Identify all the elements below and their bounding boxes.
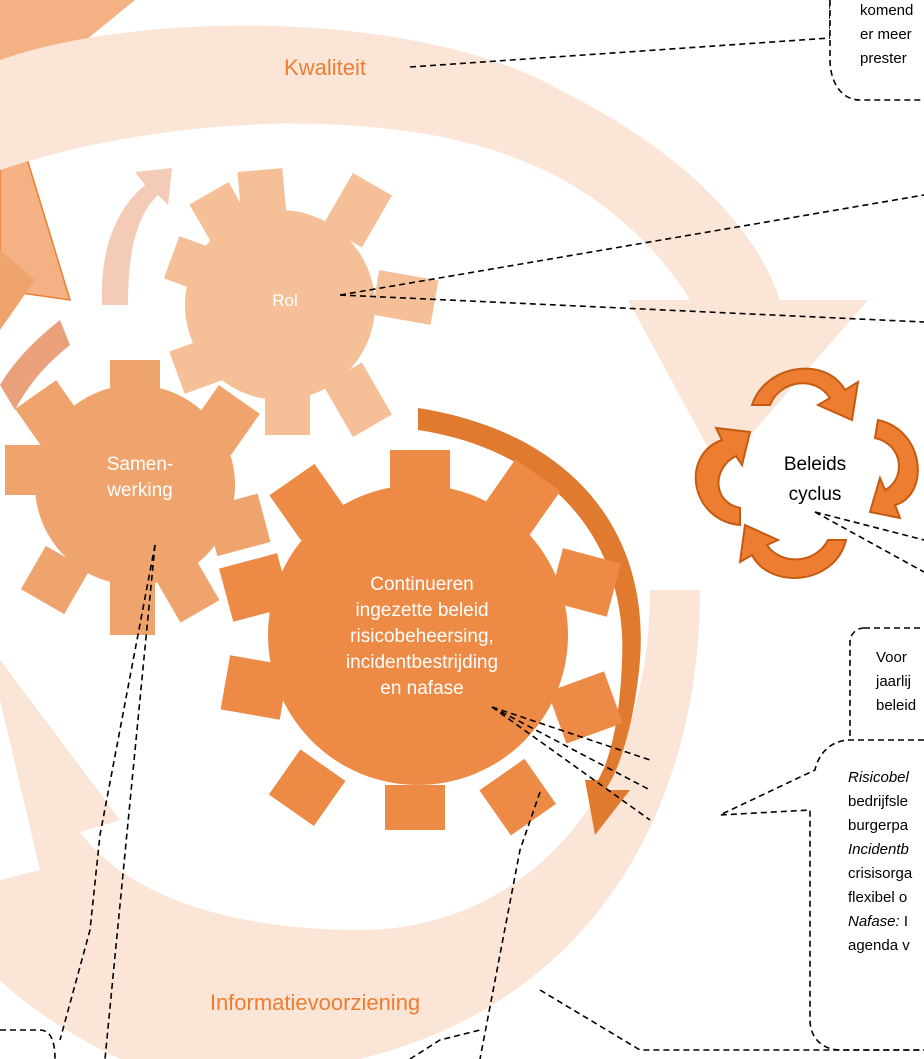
callout-risico-text-2: bedrijfsle <box>848 793 908 810</box>
callout-top-text-3: prester <box>860 50 907 67</box>
informatie-connector <box>539 989 924 1051</box>
label-samenwerking-2: werking <box>106 480 172 501</box>
label-kwaliteit: Kwaliteit <box>284 55 366 80</box>
gear-samenwerking <box>5 360 271 635</box>
policy-cycle <box>694 367 919 579</box>
curved-arrow-orange <box>418 408 641 835</box>
callout-top-text-2: er meer <box>860 26 912 43</box>
cycle-arrow-right <box>868 418 919 520</box>
callout-risico-text-5: crisisorga <box>848 865 913 882</box>
label-samenwerking-1: Samen- <box>107 454 174 475</box>
callout-risico-text-6: flexibel o <box>848 889 907 906</box>
callout-top-right <box>829 0 924 101</box>
cycle-arrow-top <box>750 367 860 422</box>
callout-risico-text-3: burgerpa <box>848 817 909 834</box>
label-beleids-2: cyclus <box>789 484 842 505</box>
label-continueren-1: Continueren <box>370 574 474 595</box>
nafase-rest: I <box>900 913 908 930</box>
left-small-shape <box>0 250 35 330</box>
cycle-arrow-bottom <box>738 523 848 579</box>
callout-bottom-left <box>0 1029 56 1059</box>
cycle-ring-upper <box>0 25 868 470</box>
callout-risico <box>719 739 924 1051</box>
cycle-arrow-left <box>694 426 752 527</box>
label-beleids-1: Beleids <box>784 454 846 475</box>
callout-voor-text-2: jaarlij <box>875 673 911 690</box>
callout-voor-text-1: Voor <box>876 649 907 666</box>
callout-risico-text-8: agenda v <box>848 937 910 954</box>
callout-risico-text-7: Nafase: I <box>848 913 908 930</box>
nafase-label: Nafase: <box>848 913 900 930</box>
label-continueren-5: en nafase <box>380 678 463 699</box>
gear-rol <box>163 168 439 437</box>
curved-arrow-pink <box>101 168 172 305</box>
callout-bottom-mid <box>409 1029 481 1059</box>
left-small-arrow <box>0 320 70 410</box>
label-continueren-4: incidentbestrijding <box>346 652 498 673</box>
label-continueren-2: ingezette beleid <box>355 600 488 621</box>
label-informatievoorziening: Informatievoorziening <box>210 990 420 1015</box>
connector-lines <box>59 0 924 1059</box>
label-rol: Rol <box>272 291 298 310</box>
cycle-ring-lower <box>0 590 700 1059</box>
label-continueren-3: risicobeheersing, <box>350 626 494 647</box>
callout-voor-text-3: beleid <box>876 697 916 714</box>
callout-risico-text-4: Incidentb <box>848 841 909 858</box>
callout-top-text-1: komend <box>860 2 913 19</box>
callout-risico-text-1: Risicobel <box>848 769 910 786</box>
gear-continueren <box>219 450 623 836</box>
